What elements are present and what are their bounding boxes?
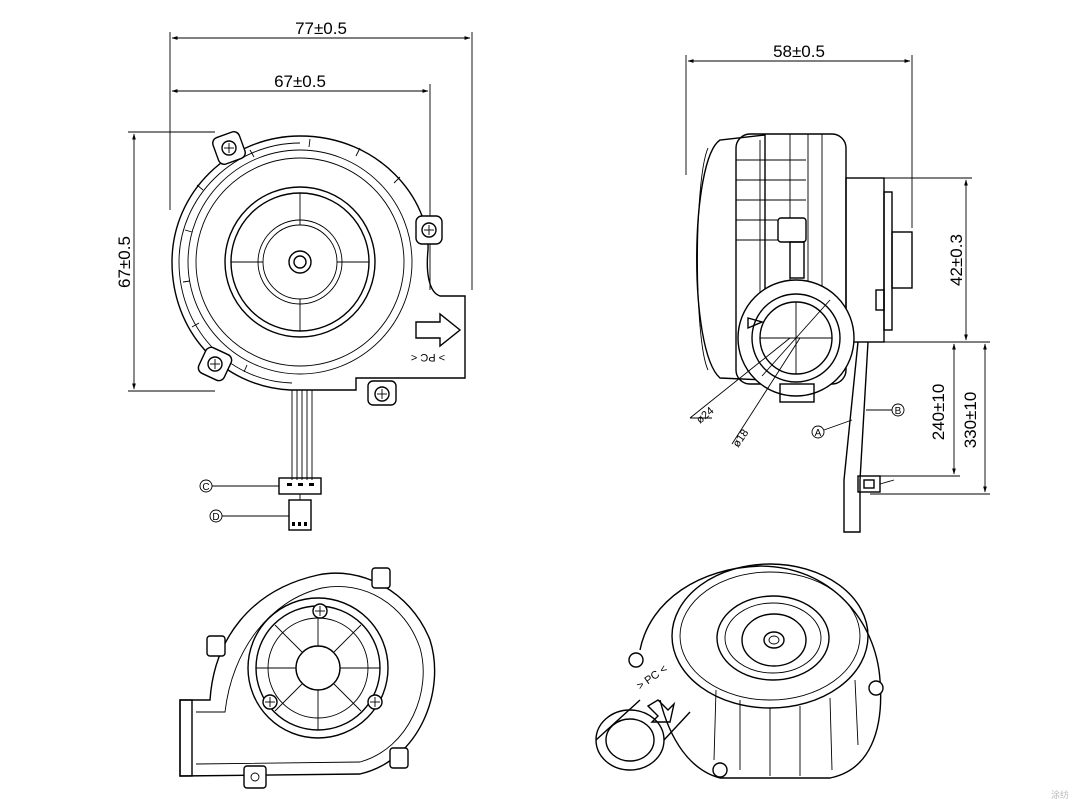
dim-330: 330±10 xyxy=(961,392,980,449)
iso-marking-pc: > PC < xyxy=(635,663,670,692)
callout-d: D xyxy=(212,512,219,523)
callout-a: A xyxy=(815,428,822,439)
connector-d xyxy=(288,499,312,531)
watermark: 涂纺 xyxy=(1051,789,1069,800)
flow-arrow-icon xyxy=(415,312,462,348)
iso-flow-arrow-icon xyxy=(646,699,676,723)
dim-d18: ø18 xyxy=(731,427,752,449)
dim-67-horizontal: 67±0.5 xyxy=(274,72,326,91)
screw-boss-top xyxy=(212,131,246,165)
marking-pc: > PC < xyxy=(411,351,445,363)
dim-42: 42±0.3 xyxy=(947,234,966,286)
callout-b: B xyxy=(895,406,902,417)
back-screw-2 xyxy=(262,694,278,710)
callout-c-circle xyxy=(199,479,213,493)
dim-58: 58±0.5 xyxy=(773,42,825,61)
dim-240: 240±10 xyxy=(929,384,948,441)
dim-77: 77±0.5 xyxy=(295,19,347,38)
callout-c: C xyxy=(202,482,209,493)
side-view: 58±0.5 42±0.3 240±10 330±10 xyxy=(685,42,990,533)
callout-d-circle xyxy=(209,509,223,523)
isometric-view: > PC < xyxy=(595,563,884,779)
screw-boss-bottom xyxy=(367,380,397,406)
back-view xyxy=(179,567,436,789)
screw-boss-right xyxy=(415,215,443,245)
front-view: 77±0.5 67±0.5 67±0.5 xyxy=(115,19,473,531)
dim-67-vertical: 67±0.5 xyxy=(115,236,134,288)
wire-bundle xyxy=(291,390,313,480)
back-screw-3 xyxy=(367,694,383,710)
callout-b-circle xyxy=(891,403,905,417)
back-screw-1 xyxy=(312,603,328,619)
screw-boss-bottom-left xyxy=(197,346,233,382)
callout-a-circle xyxy=(811,425,825,439)
dim-d24: ø24 xyxy=(694,405,716,426)
